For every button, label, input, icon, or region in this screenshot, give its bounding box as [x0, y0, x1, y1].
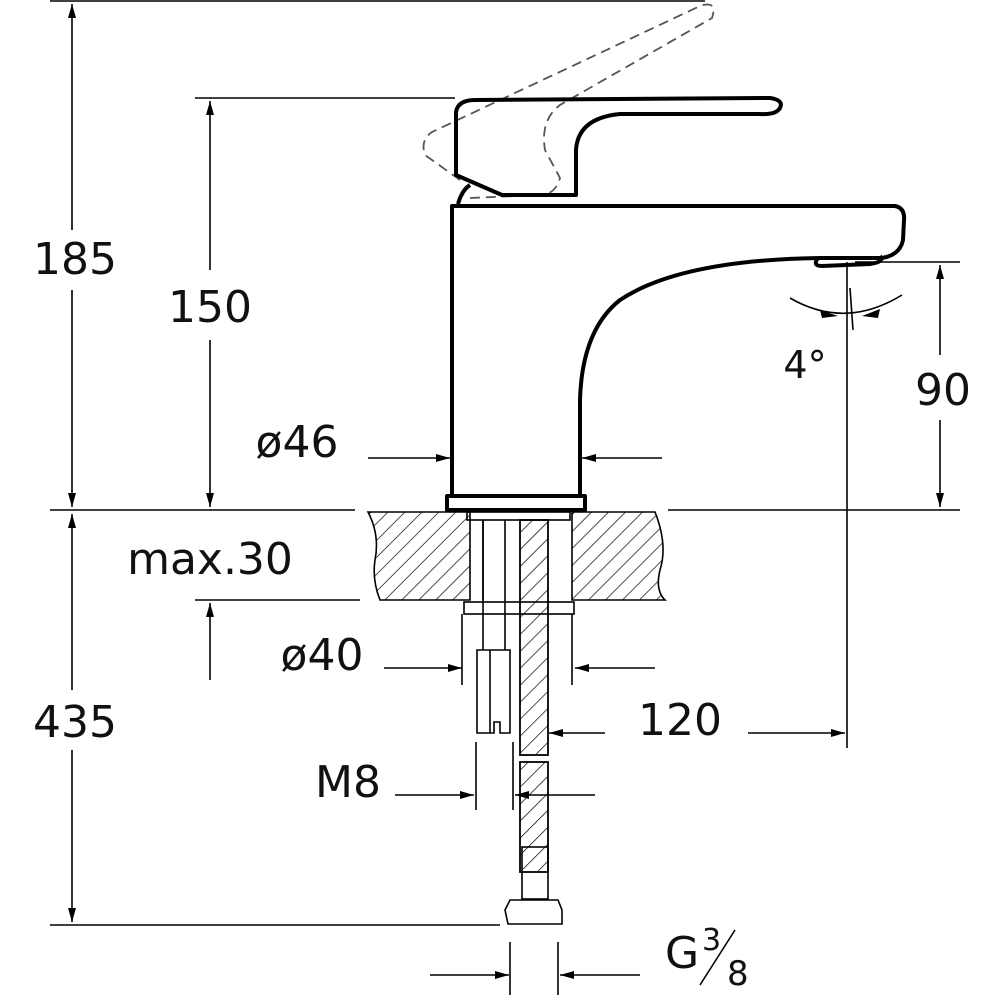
lever-height-label: 150: [168, 282, 252, 333]
overall-height-label: 185: [33, 234, 117, 285]
dimension-labels: 185 150 90 ø46 max.30 ø40 435 120 M8 4° …: [33, 234, 971, 994]
spout-angle-label: 4°: [783, 343, 826, 387]
thread-numerator: 3: [702, 923, 721, 958]
hose-length-label: 435: [33, 697, 117, 748]
countertop-section: [366, 511, 667, 601]
shank-diameter-label: ø40: [281, 630, 364, 681]
spout-reach-label: 120: [638, 695, 722, 746]
thread-prefix: G: [665, 928, 699, 979]
thread-denominator: 8: [727, 954, 749, 994]
flexible-hose: [504, 519, 563, 925]
connection-thread-label: G 3 8: [665, 923, 749, 994]
reference-lines: [50, 0, 960, 926]
faucet-body: [422, 3, 907, 925]
spout-height-label: 90: [915, 365, 971, 416]
dimension-lines: [68, 4, 944, 995]
stud-thread-label: M8: [315, 757, 381, 808]
max-counter-thickness-label: max.30: [127, 534, 293, 585]
body-diameter-label: ø46: [256, 417, 339, 468]
